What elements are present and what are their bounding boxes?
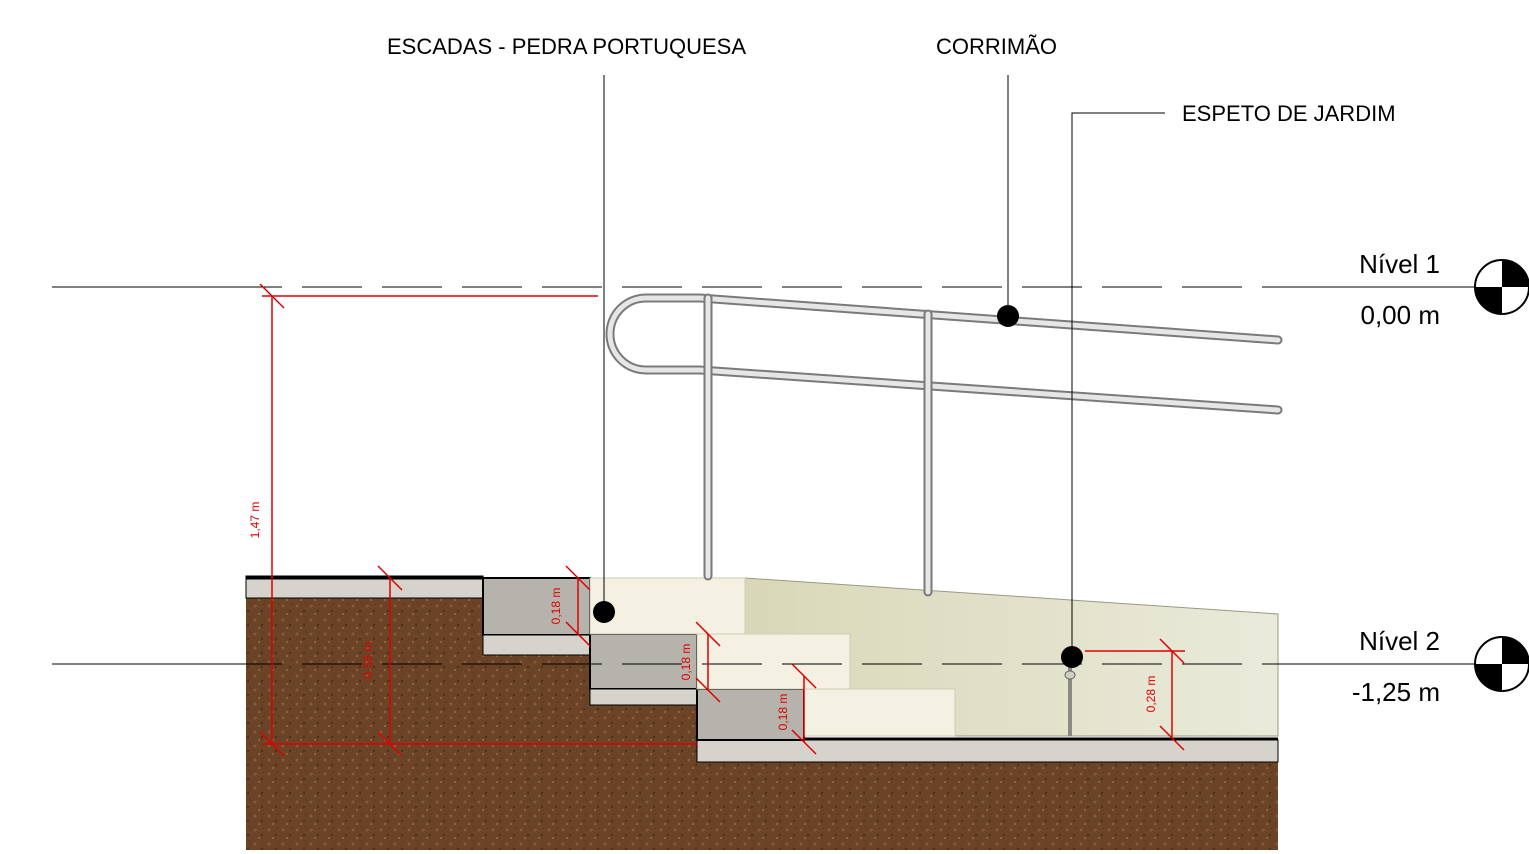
soil-mass xyxy=(246,598,1278,850)
step-core-2-base xyxy=(589,688,698,706)
dimension-lines xyxy=(259,283,1185,757)
spike-leader xyxy=(1061,112,1165,668)
stairs-leader xyxy=(593,75,615,623)
dim-riser-3: 0,18 m xyxy=(776,694,790,731)
handrail-leader xyxy=(997,75,1019,327)
garden-spike xyxy=(1064,660,1076,736)
lower-slab xyxy=(696,739,1279,763)
level-marker-1-icon xyxy=(1474,259,1529,315)
dim-total-height: 1,47 m xyxy=(248,502,262,539)
dim-riser-2: 0,18 m xyxy=(679,644,693,681)
handrail xyxy=(605,293,1283,597)
step-face-3 xyxy=(803,688,956,737)
dim-riser-1: 0,18 m xyxy=(549,588,563,625)
step-core-1 xyxy=(482,577,591,636)
dim-spike-height: 0,28 m xyxy=(1144,676,1158,713)
level-1-elevation: 0,00 m xyxy=(1361,300,1441,330)
step-face-2 xyxy=(696,633,851,690)
garden-spike-label: ESPETO DE JARDIM xyxy=(1182,101,1396,126)
handrail-label: CORRIMÃO xyxy=(936,34,1057,59)
dim-stair-height: 0,56 m xyxy=(361,642,375,679)
stairs-label: ESCADAS - PEDRA PORTUQUESA xyxy=(387,34,746,59)
level-1-name: Nível 1 xyxy=(1359,249,1440,279)
step-core-1-base xyxy=(482,634,591,656)
step-face-1 xyxy=(589,577,746,635)
level-marker-2-icon xyxy=(1474,636,1529,692)
level-2-name: Nível 2 xyxy=(1359,626,1440,656)
level-2-elevation: -1,25 m xyxy=(1352,677,1440,707)
